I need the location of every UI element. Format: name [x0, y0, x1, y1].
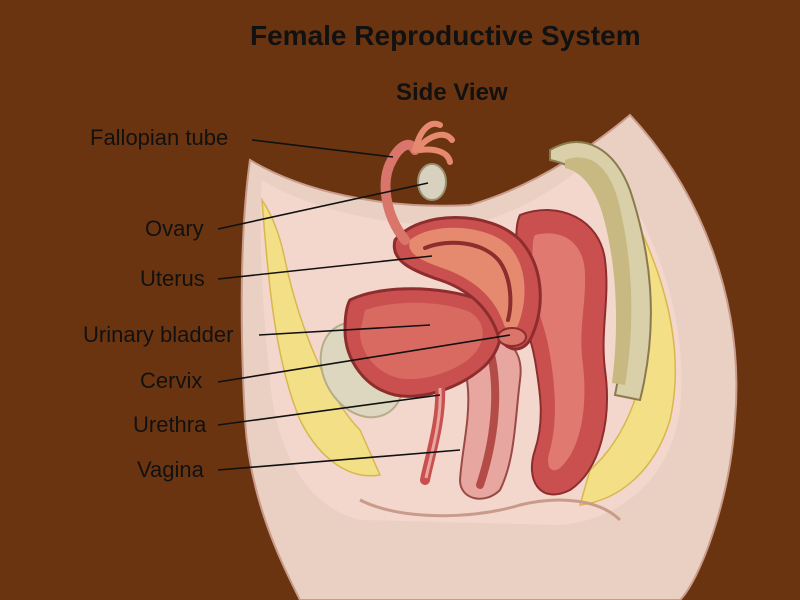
bladder-lumen — [360, 302, 483, 380]
label-urinary-bladder: Urinary bladder — [83, 322, 234, 347]
label-fallopian-tube: Fallopian tube — [90, 125, 229, 150]
leader-line-ovary — [217, 182, 429, 230]
anterior-fat-layer — [261, 197, 382, 477]
uterus-wall — [409, 227, 525, 332]
fimbriae — [412, 120, 455, 165]
label-cervix: Cervix — [140, 368, 203, 393]
diagram-title: Female Reproductive System — [250, 20, 641, 51]
urethra-lumen — [424, 387, 442, 479]
rectum-lumen — [531, 233, 586, 471]
uterus-cavity — [423, 240, 513, 322]
leader-line-urethra — [217, 394, 441, 426]
label-urethra: Urethra — [133, 412, 207, 437]
perineum — [359, 498, 622, 522]
leader-line-uterus — [217, 255, 433, 280]
vagina-canal — [476, 346, 500, 489]
label-ovary: Ovary — [145, 216, 204, 241]
label-uterus: Uterus — [140, 266, 205, 291]
sacrum-inner — [565, 157, 632, 385]
leader-line-vagina — [217, 449, 461, 471]
diagram-subtitle: Side View — [396, 79, 508, 106]
leader-line-bladder — [258, 324, 431, 336]
label-vagina: Vagina — [137, 457, 204, 482]
leader-lines — [217, 139, 511, 471]
fallopian-tube-organ — [380, 139, 420, 245]
leader-line-cervix — [217, 334, 511, 383]
leader-line-fallopian — [251, 139, 394, 158]
ovary-organ — [417, 163, 447, 201]
